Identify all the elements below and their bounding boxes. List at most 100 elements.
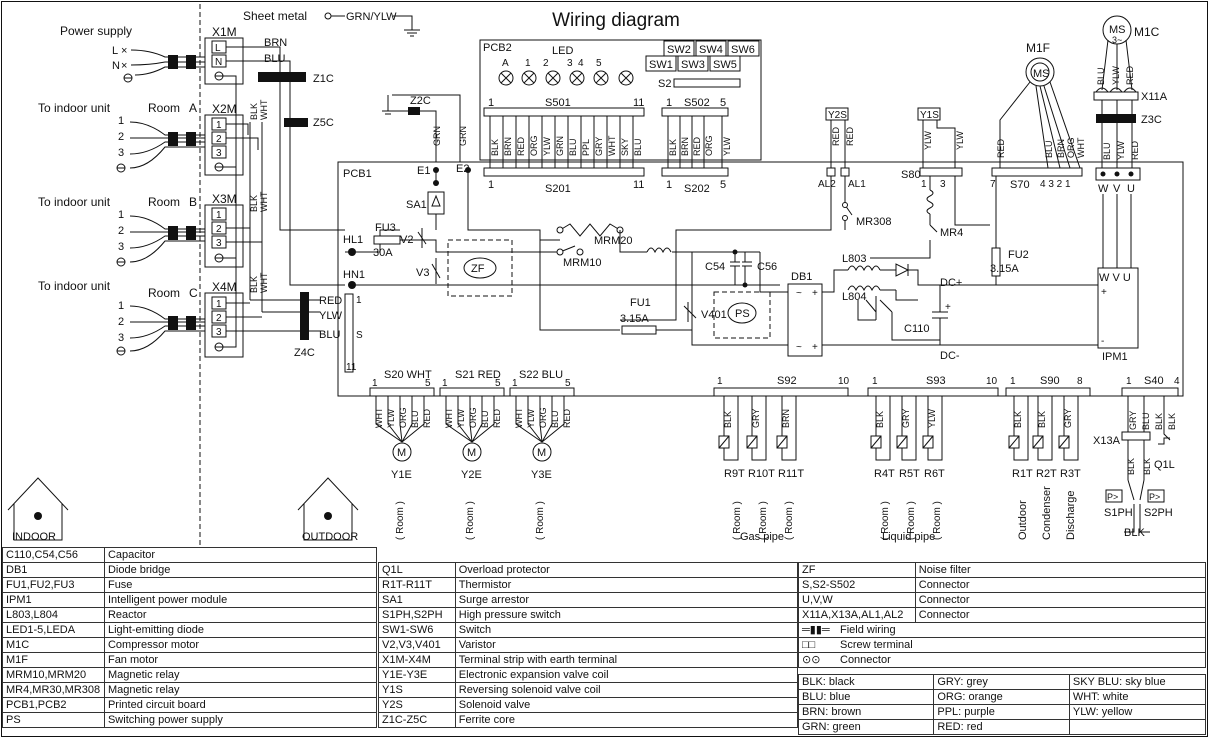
x11a-connector [1093,87,1139,101]
indoor-label: INDOOR [12,531,56,543]
z4c-label: Z4C [294,347,315,359]
l803-reactor [847,265,881,272]
r3t-label: R3T [1060,468,1081,480]
legend-cell: Connector [914,607,1207,623]
s20-connector [369,387,435,397]
legend-cell: PCB1,PCB2 [2,697,105,713]
q1l-label: Q1L [1154,459,1175,471]
legend-cell: MR4,MR30,MR308 [2,682,105,698]
svg-text:5: 5 [495,378,501,389]
ps-icon [727,302,757,324]
legend-cell: Ferrite core [454,712,799,728]
svg-text:10: 10 [986,376,998,387]
svg-text:1: 1 [372,378,378,389]
valve-wire-label: BLU [480,410,490,428]
legend-cell: Magnetic relay [103,667,378,683]
svg-text:WHT: WHT [1076,137,1086,158]
svg-text:RED: RED [845,126,855,146]
ribbon-wire-label: BLU [633,138,643,156]
svg-text:+: + [812,288,818,299]
thermistor-wire-label: GRY [751,409,761,428]
s2-connector [673,78,741,88]
legend-cell: Connector [914,577,1207,593]
legend-cell: S1PH,S2PH [378,607,456,623]
svg-text:1: 1 [442,378,448,389]
svg-text:RED: RED [1130,140,1140,160]
svg-text:3: 3 [216,327,222,338]
l-label: L [112,45,118,57]
svg-text:WHT: WHT [259,99,269,120]
s502-connector [661,107,729,117]
s70-label: S70 [1010,179,1030,191]
ribbon-wire-label: RED [516,136,526,156]
led-2-icon [545,70,561,86]
legend-cell: Q1L [378,562,456,578]
outdoor-house-icon [297,477,359,541]
svg-text:1: 1 [512,378,518,389]
z2c-grn-label: GRN [432,126,442,146]
legend-cell: PS [2,712,105,728]
svg-text:~: ~ [796,288,802,299]
mrm20-relay [559,223,621,237]
thermistor-wire-label: BLK [875,411,885,428]
legend-cell: LED1-5,LEDA [2,622,105,638]
ribbon-wire-label: GRN [555,136,565,156]
svg-text:11: 11 [633,179,644,191]
legend-cell: R1T-R11T [378,577,456,593]
legend-symbol-row: ═▮▮═Field wiring [798,622,1206,638]
svg-text:P>: P> [1107,492,1118,502]
svg-text:M: M [537,447,546,459]
legend-cell: Light-emitting diode [103,622,378,638]
s92-label: S92 [777,375,797,387]
y3e-label: Y3E [531,469,552,481]
sw6-label: SW6 [731,44,755,56]
valve-wire [541,396,553,443]
svg-text:YLW: YLW [1111,66,1121,85]
svg-text:3: 3 [216,148,222,159]
legend-cell: Switch [454,622,799,638]
v3-varistor [431,258,441,284]
room-a-letter: A [189,101,197,115]
room-a-word: Room [148,101,180,115]
ribbon-wire-label: YLW [722,137,732,156]
sw5-label: SW5 [713,59,737,71]
svg-text:BLK: BLK [249,103,259,120]
valve-wire-label: BLU [550,410,560,428]
mr308-label: MR308 [856,216,891,228]
s70-pins: 4 3 2 1 [1040,179,1071,190]
s40-wire-label: GRY [1128,411,1138,430]
svg-text:1: 1 [666,179,672,191]
legend-cell: Noise filter [914,562,1207,578]
valve-wire [469,396,473,443]
al2-label: AL2 [818,179,836,190]
hn1-label: HN1 [343,269,365,281]
svg-text:5: 5 [596,58,602,69]
z1c-label: Z1C [313,73,334,85]
svg-text:M: M [467,447,476,459]
y2e-coil-icon [462,442,482,462]
sw1-label: SW1 [649,59,673,71]
z2c-earth-icon [382,110,394,115]
svg-text:BLK: BLK [1142,458,1152,475]
valve-wire-label: ORG [398,407,408,428]
svg-text:3~: 3~ [1112,35,1122,45]
legend-cell: X11A,X13A,AL1,AL2 [798,607,916,623]
legend-cell: BLK: black [797,674,935,690]
led-label: LED [552,45,573,57]
svg-text:A: A [502,58,509,69]
db1-label: DB1 [791,271,812,283]
s21-label: S21 RED [455,369,501,381]
svg-text:ORG: ORG [1066,137,1076,158]
svg-text:3: 3 [567,58,573,69]
svg-text:( Room ): ( Room ) [535,501,546,540]
field-wiring-icon: ═▮▮═ [802,623,830,636]
outdoor-label: OUTDOOR [302,531,358,543]
